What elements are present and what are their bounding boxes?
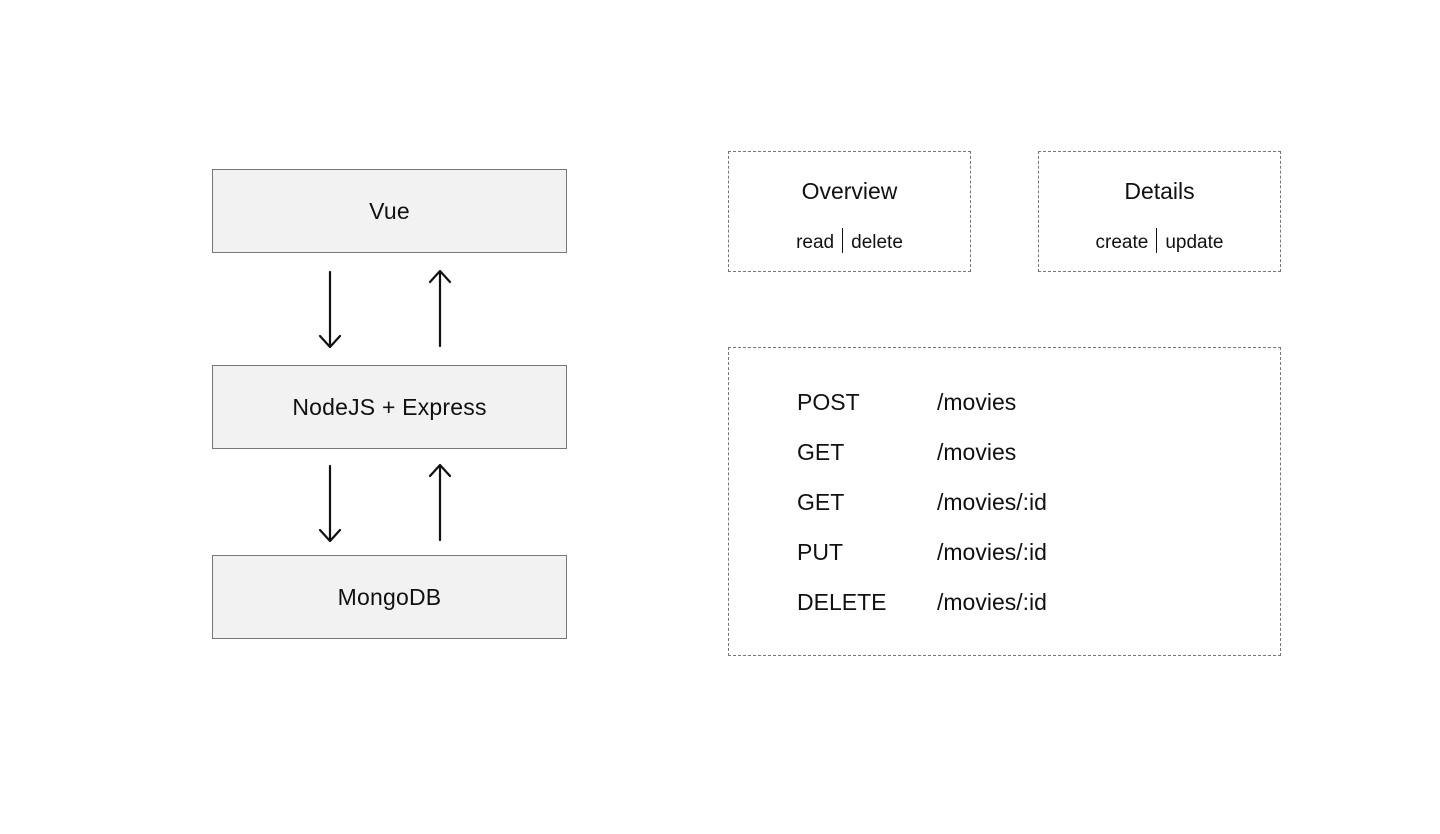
route-method: GET bbox=[797, 489, 845, 515]
operation-separator bbox=[842, 228, 844, 253]
route-path: /movies bbox=[937, 439, 1017, 465]
overview-operations: read delete bbox=[729, 228, 970, 254]
route-method: DELETE bbox=[797, 589, 887, 615]
arrow-down-node-to-mongo bbox=[318, 464, 342, 543]
details-op-update: update bbox=[1165, 232, 1224, 253]
route-path: /movies/:id bbox=[937, 539, 1047, 565]
operation-separator bbox=[1156, 228, 1158, 253]
arrow-down-vue-to-node bbox=[318, 270, 342, 349]
overview-title: Overview bbox=[801, 178, 898, 204]
route-method: PUT bbox=[797, 539, 843, 565]
details-panel: Details create update bbox=[1038, 151, 1281, 272]
api-routes-panel: POST /movies GET /movies GET /movies/:id… bbox=[728, 347, 1281, 656]
route-path: /movies/:id bbox=[937, 589, 1047, 615]
nodejs-express-node: NodeJS + Express bbox=[212, 365, 567, 449]
details-title: Details bbox=[1124, 178, 1195, 204]
vue-label: Vue bbox=[369, 197, 410, 224]
arrow-up-node-to-vue bbox=[428, 269, 452, 348]
overview-panel: Overview read delete bbox=[728, 151, 971, 272]
overview-op-delete: delete bbox=[851, 232, 903, 253]
route-method: POST bbox=[797, 389, 860, 415]
details-op-create: create bbox=[1095, 232, 1149, 253]
route-path: /movies bbox=[937, 389, 1017, 415]
route-path: /movies/:id bbox=[937, 489, 1047, 515]
route-method: GET bbox=[797, 439, 845, 465]
mongodb-node: MongoDB bbox=[212, 555, 567, 639]
vue-node: Vue bbox=[212, 169, 567, 253]
overview-op-read: read bbox=[796, 232, 835, 253]
nodejs-express-label: NodeJS + Express bbox=[292, 393, 487, 420]
details-operations: create update bbox=[1039, 228, 1280, 254]
mongodb-label: MongoDB bbox=[337, 583, 442, 610]
arrow-up-mongo-to-node bbox=[428, 463, 452, 542]
